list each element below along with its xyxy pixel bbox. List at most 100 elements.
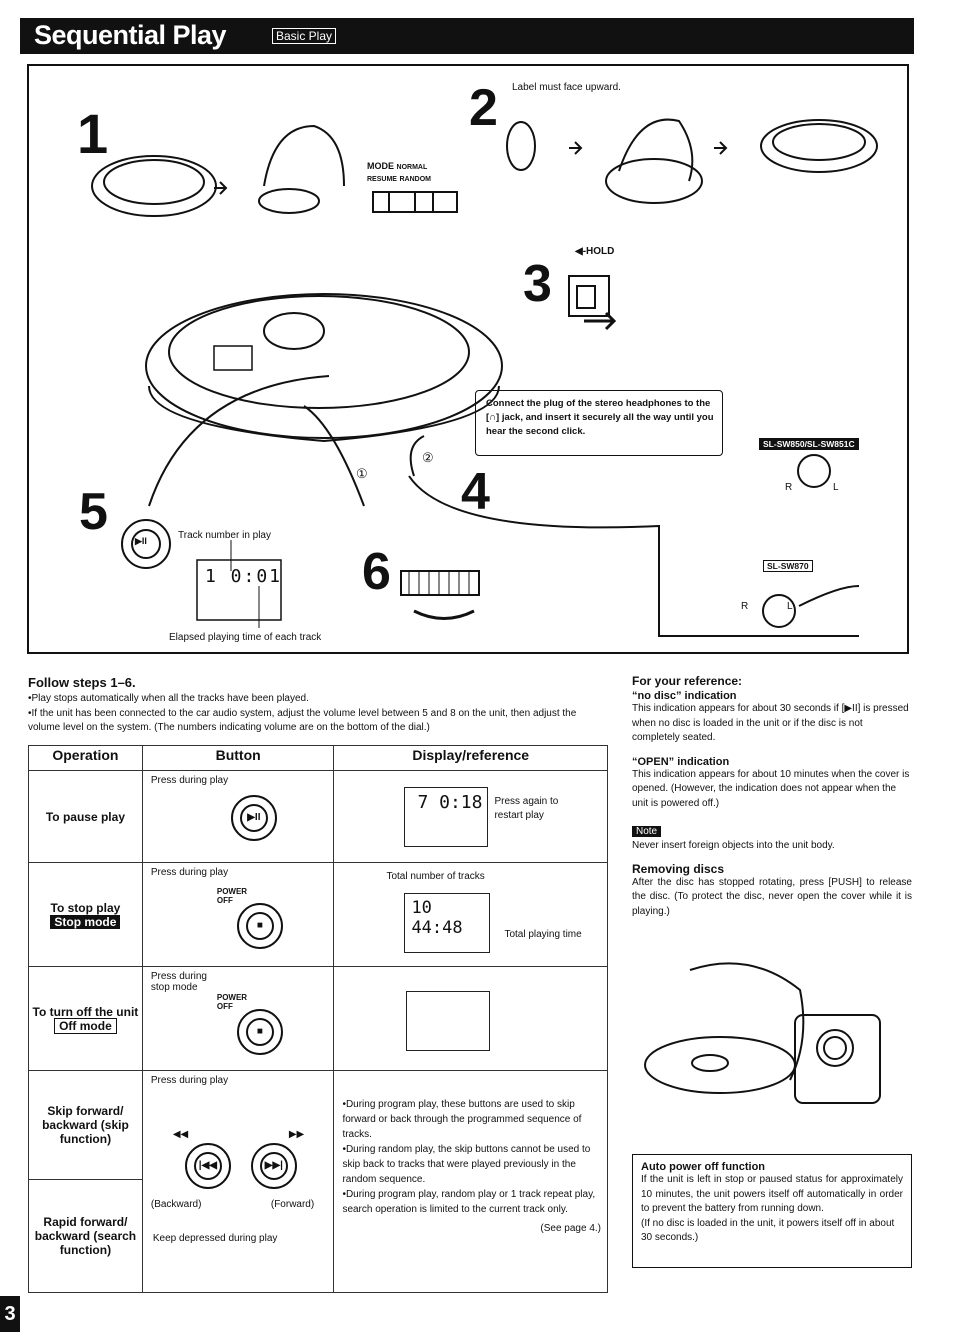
stop-glyph-2: ■ (245, 1018, 274, 1046)
col-operation: Operation (28, 745, 143, 771)
right-ear-label-b: R (741, 601, 749, 612)
page-header: Sequential Play Basic Play (20, 18, 914, 54)
step-number-6: 6 (362, 543, 391, 601)
stop-glyph: ■ (245, 912, 274, 940)
hold-label: ◀-HOLD (575, 246, 615, 257)
step-number-1: 1 (77, 102, 109, 165)
col-display: Display/reference (333, 745, 608, 771)
table-row: To stop play Stop mode Press during play… (28, 862, 608, 967)
auto-power-off-body-2: (If no disc is loaded in the unit, it po… (641, 1217, 895, 1244)
op-skip-label: Skip forward/ backward (skip function) (42, 1104, 129, 1146)
mode-switch-label: MODE NORMAL RESUME RANDOM (367, 161, 431, 185)
page-title: Sequential Play (34, 20, 227, 50)
section-tag: Basic Play (272, 28, 337, 44)
op-skip: Skip forward/ backward (skip function) (29, 1071, 142, 1180)
btn-cell-off: Press during stop mode POWER OFF ■ (141, 966, 335, 1071)
mode-resume-label: RESUME (367, 176, 397, 183)
table-row: To pause play Press during play ▶II 7 0:… (28, 770, 608, 863)
blank-lcd (406, 991, 491, 1051)
elapsed-time-caption: Elapsed playing time of each track (169, 632, 322, 643)
btn-skip-caption: Press during play (150, 1075, 229, 1086)
btn-cell-stop: Press during play POWER OFF ■ (141, 862, 335, 967)
reference-heading: For your reference: (632, 674, 743, 688)
table-header-row: Operation Button Display/reference (28, 745, 608, 771)
forward-marker-icon: ▶▶ (288, 1129, 305, 1140)
display-cell-skip: •During program play, these buttons are … (333, 1070, 608, 1293)
track-number-caption: Track number in play (178, 530, 271, 541)
op-off: To turn off the unit Off mode (28, 966, 143, 1071)
play-pause-button-icon: ▶II (230, 795, 277, 841)
op-search: Rapid forward/ backward (search function… (29, 1180, 142, 1292)
stop-button-icon: ■ (236, 903, 283, 949)
left-ear-label-a: L (833, 482, 839, 493)
step-number-2: 2 (469, 79, 498, 137)
stop-button-icon-2: ■ (236, 1009, 283, 1055)
display-cell-off (333, 966, 608, 1071)
backward-caption: (Backward) (150, 1199, 202, 1210)
power-label: POWER (216, 887, 248, 896)
skip-note-1: •During program play, these buttons are … (342, 1099, 582, 1140)
note-badge: Note (632, 826, 662, 837)
removing-discs-body: After the disc has stopped rotating, pre… (632, 876, 912, 917)
pause-lcd-text: 7 0:18 (417, 792, 483, 813)
forward-caption: (Forward) (270, 1199, 315, 1210)
headphones-instruction: Connect the plug of the stereo headphone… (475, 390, 723, 456)
auto-power-off-body-1: If the unit is left in stop or paused st… (641, 1174, 903, 1214)
btn-search-caption: Keep depressed during play (152, 1233, 278, 1244)
hold-text: HOLD (586, 246, 615, 257)
total-time-caption: Total playing time (504, 929, 582, 940)
display-cell-stop: Total number of tracks 10 44:48 Total pl… (333, 862, 608, 967)
op-stop-label: To stop play (50, 900, 121, 915)
rewind-marker-icon: ◀◀ (172, 1129, 189, 1140)
btn-stop-caption: Press during play (150, 867, 229, 878)
label-face-caption: Label must face upward. (512, 82, 621, 93)
follow-note-2: •If the unit has been connected to the c… (28, 707, 577, 734)
off-mode-badge: Off mode (54, 1017, 117, 1034)
removing-discs-heading: Removing discs (632, 861, 725, 876)
nodisc-heading: “no disc” indication (632, 690, 737, 702)
total-tracks-caption: Total number of tracks (386, 871, 485, 882)
off-label-2: OFF (216, 1002, 233, 1011)
op-skip-search-cell: Skip forward/ backward (skip function) R… (28, 1070, 143, 1293)
left-ear-label-b: L (787, 601, 793, 612)
page-number: 3 (0, 1296, 20, 1332)
skip-note-2: •During random play, the skip buttons ca… (342, 1144, 591, 1185)
table-row: Skip forward/ backward (skip function) R… (28, 1070, 608, 1293)
skip-forward-glyph: ▶▶| (259, 1152, 288, 1180)
op-stop: To stop play Stop mode (28, 862, 143, 967)
see-page-ref: (See page 4.) (540, 1223, 601, 1234)
op-search-label: Rapid forward/ backward (search function… (34, 1215, 137, 1257)
step5-lcd-display: 1 0:01 (205, 566, 283, 587)
mode-normal-label: NORMAL (396, 164, 428, 171)
pause-note: Press again to restart play (494, 796, 559, 821)
table-row: To turn off the unit Off mode Press duri… (28, 966, 608, 1071)
stop-lcd-text: 10 44:48 (411, 898, 463, 938)
nodisc-body: This indication appears for about 30 sec… (632, 703, 909, 743)
skip-forward-button-icon: ▶▶| (250, 1143, 297, 1189)
skip-back-button-icon: |◀◀ (184, 1143, 231, 1189)
stop-mode-badge: Stop mode (50, 914, 121, 929)
model-tag-sw870: SL-SW870 (763, 560, 813, 572)
mode-label: MODE (367, 161, 394, 171)
display-cell-pause: 7 0:18 Press again to restart play (333, 770, 608, 863)
btn-cell-skip: Press during play ◀◀ ▶▶ |◀◀ ▶▶| (Backwar… (141, 1070, 335, 1293)
btn-cell-pause: Press during play ▶II (141, 770, 335, 863)
auto-power-off-heading: Auto power off function (641, 1161, 766, 1173)
model-tag-sw850: SL-SW850/SL-SW851C (759, 438, 859, 450)
follow-steps-heading: Follow steps 1–6. (28, 675, 136, 690)
op-off-label: To turn off the unit (32, 1004, 139, 1019)
col-button: Button (141, 745, 335, 771)
mode-random-label: RANDOM (399, 176, 431, 183)
btn-pause-caption: Press during play (150, 775, 229, 786)
reference-section: For your reference: “no disc” indication… (632, 674, 912, 919)
btn-off-caption-2: stop mode (150, 982, 198, 993)
step-number-3: 3 (523, 255, 552, 313)
power-label-2: POWER (216, 993, 248, 1002)
operation-table: Operation Button Display/reference To pa… (28, 745, 608, 1293)
illustration-panel: 1 2 3 4 5 6 MODE NORMAL RESUME RANDOM La… (27, 64, 909, 654)
play-pause-icon: ▶II (135, 536, 147, 546)
btn-off-caption-1: Press during (150, 971, 207, 982)
right-ear-label-a: R (785, 482, 793, 493)
open-body: This indication appears for about 10 min… (632, 768, 910, 809)
follow-note-1: •Play stops automatically when all the t… (28, 693, 309, 704)
